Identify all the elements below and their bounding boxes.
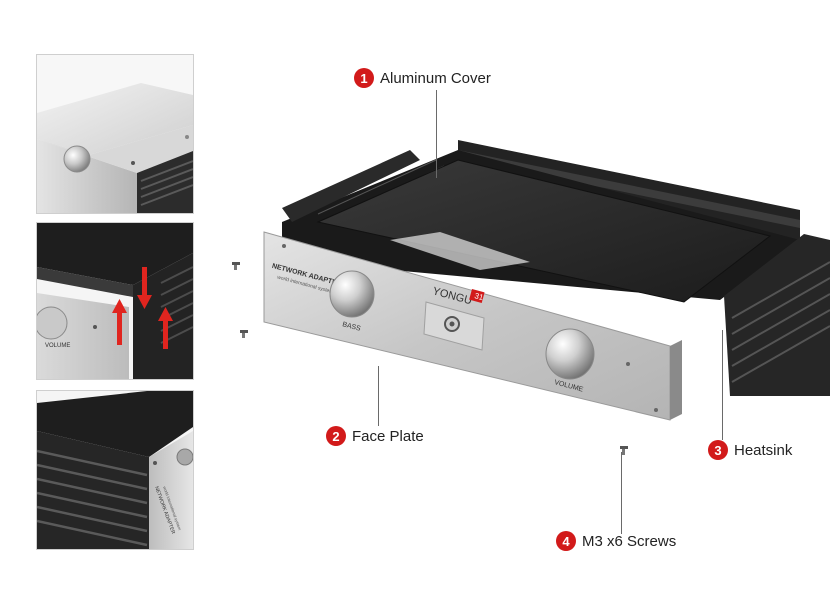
callout-number-badge: 4: [556, 531, 576, 551]
callout-number-badge: 3: [708, 440, 728, 460]
left-rail: [282, 150, 420, 222]
detail-thumbnail-knob: [36, 54, 194, 214]
detail-thumbnail-assembly: VOLUME: [36, 222, 194, 380]
leader-line-heatsink: [722, 330, 723, 440]
callout-aluminum-cover: 1 Aluminum Cover: [354, 68, 491, 88]
screw-icon: [654, 408, 658, 412]
screw-icon: [232, 262, 240, 270]
screw-icon: [131, 161, 135, 165]
volume-knob: [545, 328, 595, 380]
leader-line-screws: [621, 452, 622, 534]
screw-icon: [626, 362, 630, 366]
bass-knob: [329, 270, 375, 318]
knob-icon: [63, 145, 91, 173]
screw-icon: [620, 446, 628, 455]
brand-mark-text: 31: [473, 291, 484, 302]
assembled-illustration: NETWORK ADAPTER world international syst…: [37, 391, 193, 549]
red-arrow-up-icon: [112, 299, 127, 345]
brand-mark: [469, 289, 485, 303]
knob-icon: [176, 448, 193, 466]
screw-icon: [93, 325, 97, 329]
callout-number-badge: 1: [354, 68, 374, 88]
callout-label: Aluminum Cover: [380, 69, 491, 87]
aluminum-cover: [316, 159, 772, 303]
assembly-illustration: VOLUME: [37, 223, 193, 379]
callout-label: M3 x6 Screws: [582, 532, 677, 550]
knob-icon: [37, 306, 68, 340]
red-arrow-down-icon: [137, 267, 152, 309]
exploded-enclosure-illustration: NETWORK ADAPTER world international syst…: [232, 140, 830, 455]
leader-line-cover: [436, 90, 437, 178]
callout-label: Face Plate: [352, 427, 424, 445]
screw-icon: [240, 330, 248, 338]
screw-icon: [282, 244, 286, 248]
leader-line-face-plate: [378, 366, 379, 426]
callout-face-plate: 2 Face Plate: [326, 426, 424, 446]
thumbnail-knob-label: VOLUME: [45, 343, 70, 349]
screw-icon: [153, 461, 157, 465]
detail-thumbnail-assembled: NETWORK ADAPTER world international syst…: [36, 390, 194, 550]
bass-knob-label: BASS: [341, 321, 361, 333]
callout-screws: 4 M3 x6 Screws: [556, 531, 676, 551]
knob-corner-illustration: [37, 55, 193, 213]
callout-label: Heatsink: [734, 441, 793, 459]
callout-heatsink: 3 Heatsink: [708, 440, 792, 460]
red-arrow-up-icon: [158, 307, 173, 349]
callout-number-badge: 2: [326, 426, 346, 446]
